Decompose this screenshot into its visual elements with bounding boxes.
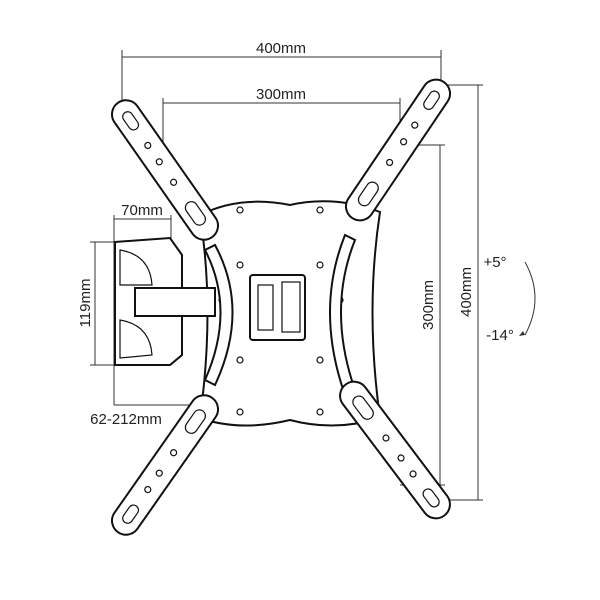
label-outer-width: 400mm [256,40,306,57]
arm-top-right [344,78,452,222]
label-extension-range: 62-212mm [90,411,162,428]
label-inner-height: 300mm [420,280,437,330]
label-inner-width: 300mm [256,86,306,103]
arm-bottom-right [339,380,451,520]
wall-bracket [114,236,216,366]
arm-top-left [110,99,220,241]
label-bracket-height: 119mm [77,279,94,328]
center-hinge [249,274,306,341]
label-tilt-up: +5° [483,254,506,271]
label-tilt-down: -14° [486,327,514,344]
arm-bottom-left [110,394,220,536]
label-outer-height: 400mm [458,267,475,317]
label-bracket-depth: 70mm [121,202,163,219]
